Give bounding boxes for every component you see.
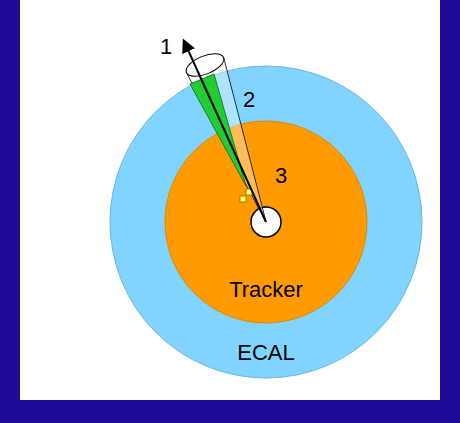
callout-number: 2 xyxy=(243,89,255,111)
hit-square xyxy=(240,196,246,202)
node-label: ECAL xyxy=(237,340,294,365)
track-arrow xyxy=(184,41,266,222)
callout-number: 1 xyxy=(160,36,172,58)
node-label: Tracker xyxy=(229,277,303,302)
callout-number: 3 xyxy=(275,165,287,187)
green-shower xyxy=(190,74,246,186)
